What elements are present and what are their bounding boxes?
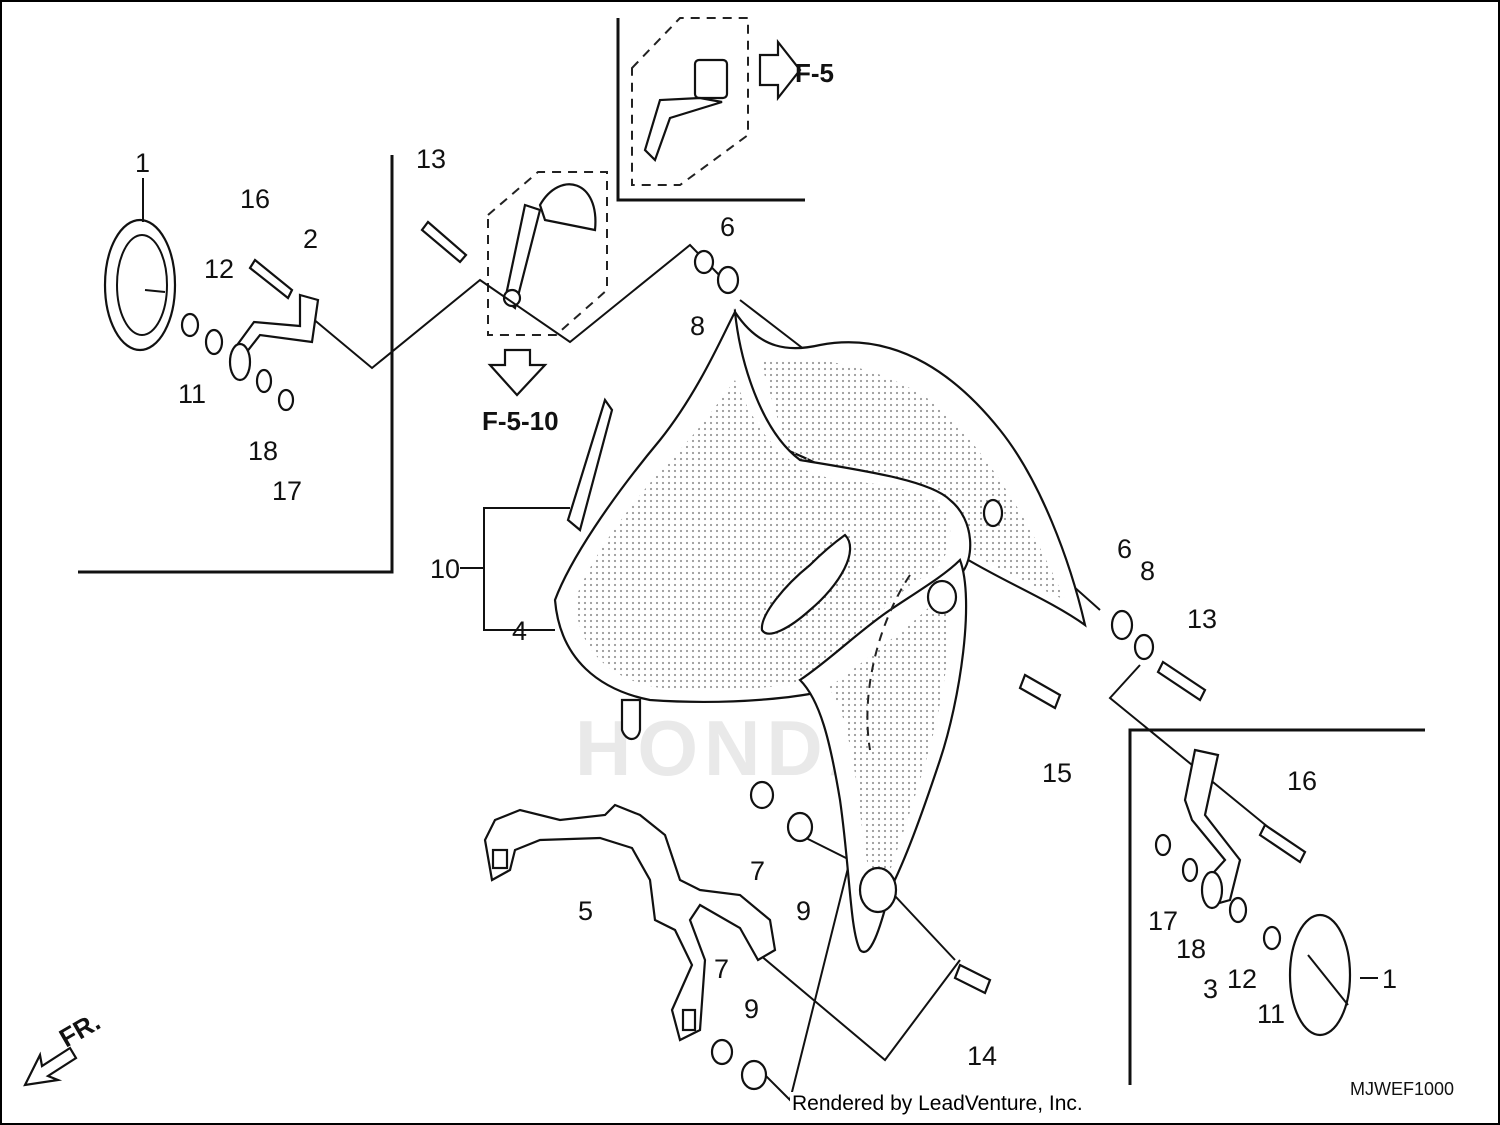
ref-f5[interactable]: F-5: [795, 58, 834, 88]
left-mirror-assembly[interactable]: [103, 218, 320, 412]
callout-3[interactable]: 3: [1203, 974, 1218, 1004]
callout-4[interactable]: 4: [512, 616, 527, 646]
callout-1-left[interactable]: 1: [135, 148, 150, 178]
credit-text: Rendered by LeadVenture, Inc.: [790, 1092, 1085, 1116]
front-fender-part[interactable]: [553, 308, 1087, 953]
callout-11-right[interactable]: 11: [1257, 999, 1285, 1029]
mirror-right-part: [1288, 913, 1352, 1037]
callout-18-right[interactable]: 18: [1176, 934, 1206, 964]
nut-9-upper-part[interactable]: [786, 811, 814, 843]
mirror-left-part: [103, 218, 177, 352]
inset-box-top: [616, 18, 805, 202]
callout-2[interactable]: 2: [303, 224, 318, 254]
bolt-16-left-part: [248, 258, 294, 300]
front-direction-arrow-icon: [23, 1046, 78, 1087]
callout-9-upper[interactable]: 9: [796, 896, 811, 926]
callout-leaders: [142, 178, 1378, 979]
bolt-13-right-part[interactable]: [1156, 660, 1207, 702]
trim-strip-part[interactable]: [566, 397, 614, 532]
bolt-16-right-part: [1258, 823, 1307, 864]
down-arrow-icon: [487, 348, 548, 397]
right-section-bracket: [1128, 728, 1425, 1085]
callout-17-left[interactable]: 17: [272, 476, 302, 506]
bolt-14-part[interactable]: [953, 963, 992, 995]
callout-9-lower[interactable]: 9: [744, 994, 759, 1024]
callout-10[interactable]: 10: [430, 554, 460, 584]
left-section-bracket: [78, 155, 394, 574]
collar-6-top-part[interactable]: [716, 265, 740, 295]
callout-8-top[interactable]: 8: [690, 311, 705, 341]
ref-f5-10[interactable]: F-5-10: [482, 406, 559, 436]
bracket-5-part[interactable]: [483, 803, 777, 1042]
callout-13-left[interactable]: 13: [416, 144, 446, 174]
callout-12-right[interactable]: 12: [1227, 964, 1257, 994]
callout-15[interactable]: 15: [1042, 758, 1072, 788]
callout-bracket-10-4: [460, 507, 570, 631]
callout-7-upper[interactable]: 7: [750, 856, 765, 886]
callout-16-right[interactable]: 16: [1287, 766, 1317, 796]
collar-6-right-part[interactable]: [1110, 609, 1134, 641]
nut-9-lower-part[interactable]: [740, 1059, 768, 1091]
callout-12-left[interactable]: 12: [204, 254, 234, 284]
callout-numbers: 1 16 2 12 11 18 17 13 6 8 10 4 6 8 13 15…: [135, 144, 1397, 1071]
callout-14[interactable]: 14: [967, 1041, 997, 1071]
callout-8-right[interactable]: 8: [1140, 556, 1155, 586]
callout-1-right[interactable]: 1: [1382, 964, 1397, 994]
grommet-7-upper-part[interactable]: [749, 780, 775, 810]
right-mirror-assembly[interactable]: [1154, 748, 1352, 1037]
front-direction-label: FR.: [54, 1006, 105, 1053]
callout-7-lower[interactable]: 7: [714, 954, 729, 984]
inset-arrow-icon: [758, 38, 802, 102]
diagram-code: MJWEF1000: [1350, 1079, 1454, 1099]
washer-8-right-part[interactable]: [1133, 633, 1155, 661]
subassembly-bracket: [487, 171, 608, 397]
callout-6-top[interactable]: 6: [720, 212, 735, 242]
callout-5[interactable]: 5: [578, 896, 593, 926]
callout-16-left[interactable]: 16: [240, 184, 270, 214]
washer-8-top-part[interactable]: [693, 249, 715, 275]
callout-6-right[interactable]: 6: [1117, 534, 1132, 564]
bolt-13-left-part[interactable]: [420, 220, 468, 264]
callout-13-right[interactable]: 13: [1187, 604, 1217, 634]
bolt-15-part[interactable]: [1018, 673, 1062, 710]
grommet-7-lower-part[interactable]: [710, 1038, 734, 1066]
callout-18-left[interactable]: 18: [248, 436, 278, 466]
leader-lines: [311, 243, 1291, 1102]
callout-17-right[interactable]: 17: [1148, 906, 1178, 936]
callout-11-left[interactable]: 11: [178, 379, 206, 409]
inset-bracket-detail: [631, 17, 802, 186]
